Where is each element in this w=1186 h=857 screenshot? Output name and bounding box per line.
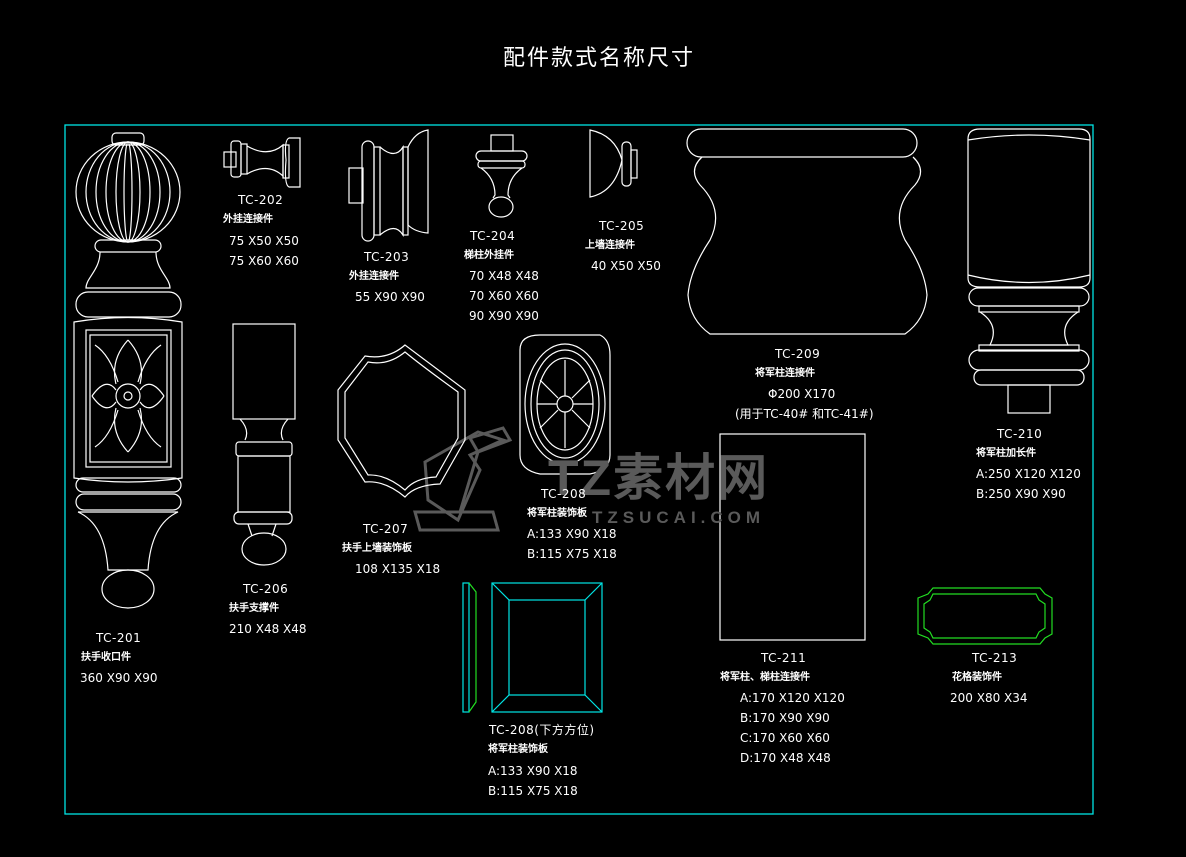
part-dim: 90 X90 X90 <box>469 309 539 323</box>
part-code: TC-207 <box>363 522 409 536</box>
part-tc-201-drawing <box>73 132 183 609</box>
part-dim: B:170 X90 X90 <box>740 711 830 725</box>
part-dim: D:170 X48 X48 <box>740 751 831 765</box>
part-code: TC-201 <box>96 631 142 645</box>
part-name: 扶手上墙装饰板 <box>342 543 412 554</box>
part-dim: 108 X135 X18 <box>355 562 441 576</box>
part-dim: C:170 X60 X60 <box>740 731 830 745</box>
part-code: TC-205 <box>599 219 645 233</box>
part-code: TC-204 <box>470 229 516 243</box>
part-tc-204-drawing <box>475 134 528 218</box>
part-tc-206-drawing <box>232 323 296 566</box>
part-dim: A:133 X90 X18 <box>527 527 617 541</box>
part-name: 梯柱外挂件 <box>464 250 514 261</box>
part-tc-208-lower-drawing <box>462 582 603 713</box>
part-name: 花格装饰件 <box>952 672 1002 683</box>
part-dim: 210 X48 X48 <box>229 622 307 636</box>
part-code: TC-206 <box>243 582 289 596</box>
part-dim: A:133 X90 X18 <box>488 764 578 778</box>
part-dim: B:250 X90 X90 <box>976 487 1066 501</box>
part-tc-213-drawing <box>917 587 1053 645</box>
part-name: 扶手支撑件 <box>229 603 279 614</box>
part-name: 将军柱装饰板 <box>527 508 587 519</box>
watermark-url: TZSUCAI.COM <box>592 508 766 527</box>
part-name: 上墙连接件 <box>585 240 635 251</box>
part-tc-207-drawing <box>337 344 466 498</box>
part-code: TC-213 <box>972 651 1018 665</box>
part-name: 外挂连接件 <box>349 271 399 282</box>
part-dim: 75 X60 X60 <box>229 254 299 268</box>
part-dim: B:115 X75 X18 <box>488 784 578 798</box>
part-code: TC-210 <box>997 427 1043 441</box>
part-name: 外挂连接件 <box>223 214 273 225</box>
watermark-logo-icon <box>413 426 513 532</box>
part-dim: 75 X50 X50 <box>229 234 299 248</box>
part-dim: (用于TC-40# 和TC-41#) <box>735 407 874 421</box>
part-dim: 70 X48 X48 <box>469 269 539 283</box>
part-code: TC-211 <box>761 651 807 665</box>
part-dim: 200 X80 X34 <box>950 691 1028 705</box>
part-code: TC-208(下方方位) <box>489 723 595 737</box>
part-dim: 40 X50 X50 <box>591 259 661 273</box>
part-dim: Φ200 X170 <box>768 387 836 401</box>
part-dim: 55 X90 X90 <box>355 290 425 304</box>
part-name: 扶手收口件 <box>81 652 131 663</box>
drawing-frame <box>64 124 1094 815</box>
part-dim: A:170 X120 X120 <box>740 691 845 705</box>
part-tc-203-drawing <box>348 129 429 242</box>
part-dim: 360 X90 X90 <box>80 671 158 685</box>
part-code: TC-203 <box>364 250 410 264</box>
part-tc-209-drawing <box>686 128 928 335</box>
part-name: 将军柱连接件 <box>755 368 815 379</box>
part-tc-205-drawing <box>589 129 638 198</box>
part-tc-210-drawing <box>967 128 1091 414</box>
part-dim: B:115 X75 X18 <box>527 547 617 561</box>
part-tc-211-drawing <box>719 433 866 641</box>
part-code: TC-209 <box>775 347 821 361</box>
part-dim: 70 X60 X60 <box>469 289 539 303</box>
part-tc-208-drawing <box>519 334 611 475</box>
drawing-title: 配件款式名称尺寸 <box>503 46 696 71</box>
part-code: TC-202 <box>238 193 284 207</box>
part-name: 将军柱、梯柱连接件 <box>720 672 810 683</box>
part-name: 将军柱装饰板 <box>488 744 548 755</box>
part-code: TC-208 <box>541 487 587 501</box>
part-tc-202-drawing <box>223 137 301 188</box>
part-dim: A:250 X120 X120 <box>976 467 1081 481</box>
part-name: 将军柱加长件 <box>976 448 1036 459</box>
watermark-text: TZ素材网 <box>548 450 770 506</box>
